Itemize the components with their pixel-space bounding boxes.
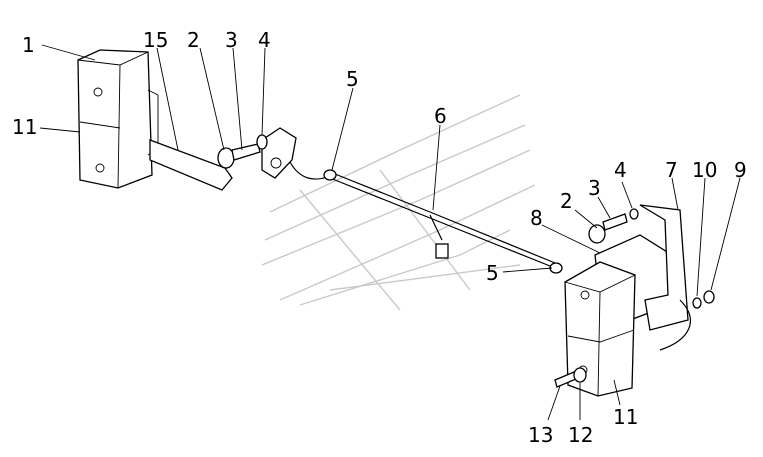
callout-15: 15	[143, 28, 168, 52]
callout-11-left: 11	[12, 115, 37, 139]
callout-13: 13	[528, 423, 553, 447]
callout-9: 9	[734, 158, 747, 182]
callout-10: 10	[692, 158, 717, 182]
right-tail-light	[564, 204, 691, 397]
callout-7: 7	[665, 158, 678, 182]
callout-4-upper: 4	[258, 28, 271, 52]
callout-2-upper: 2	[187, 28, 200, 52]
watermark-logo	[261, 94, 536, 311]
left-fasteners	[217, 134, 268, 169]
callout-3-upper: 3	[225, 28, 238, 52]
callout-6: 6	[434, 104, 447, 128]
callout-1: 1	[22, 33, 35, 57]
callout-8: 8	[530, 206, 543, 230]
right-fasteners	[554, 208, 715, 388]
left-bracket-arm	[149, 127, 297, 191]
callout-5-lower: 5	[486, 261, 499, 285]
left-tail-light	[77, 49, 159, 189]
callout-5-upper: 5	[346, 67, 359, 91]
callout-4-right: 4	[614, 158, 627, 182]
callout-3-right: 3	[588, 176, 601, 200]
callout-11-right: 11	[613, 405, 638, 429]
callout-2-right: 2	[560, 189, 573, 213]
callout-labels: 1 15 2 3 4 11 5 6 4 7 10 9 3 2 8 5 13 12…	[12, 28, 747, 447]
leader-lines	[39, 44, 741, 421]
callout-12: 12	[568, 423, 593, 447]
wiring-harness	[289, 161, 563, 274]
